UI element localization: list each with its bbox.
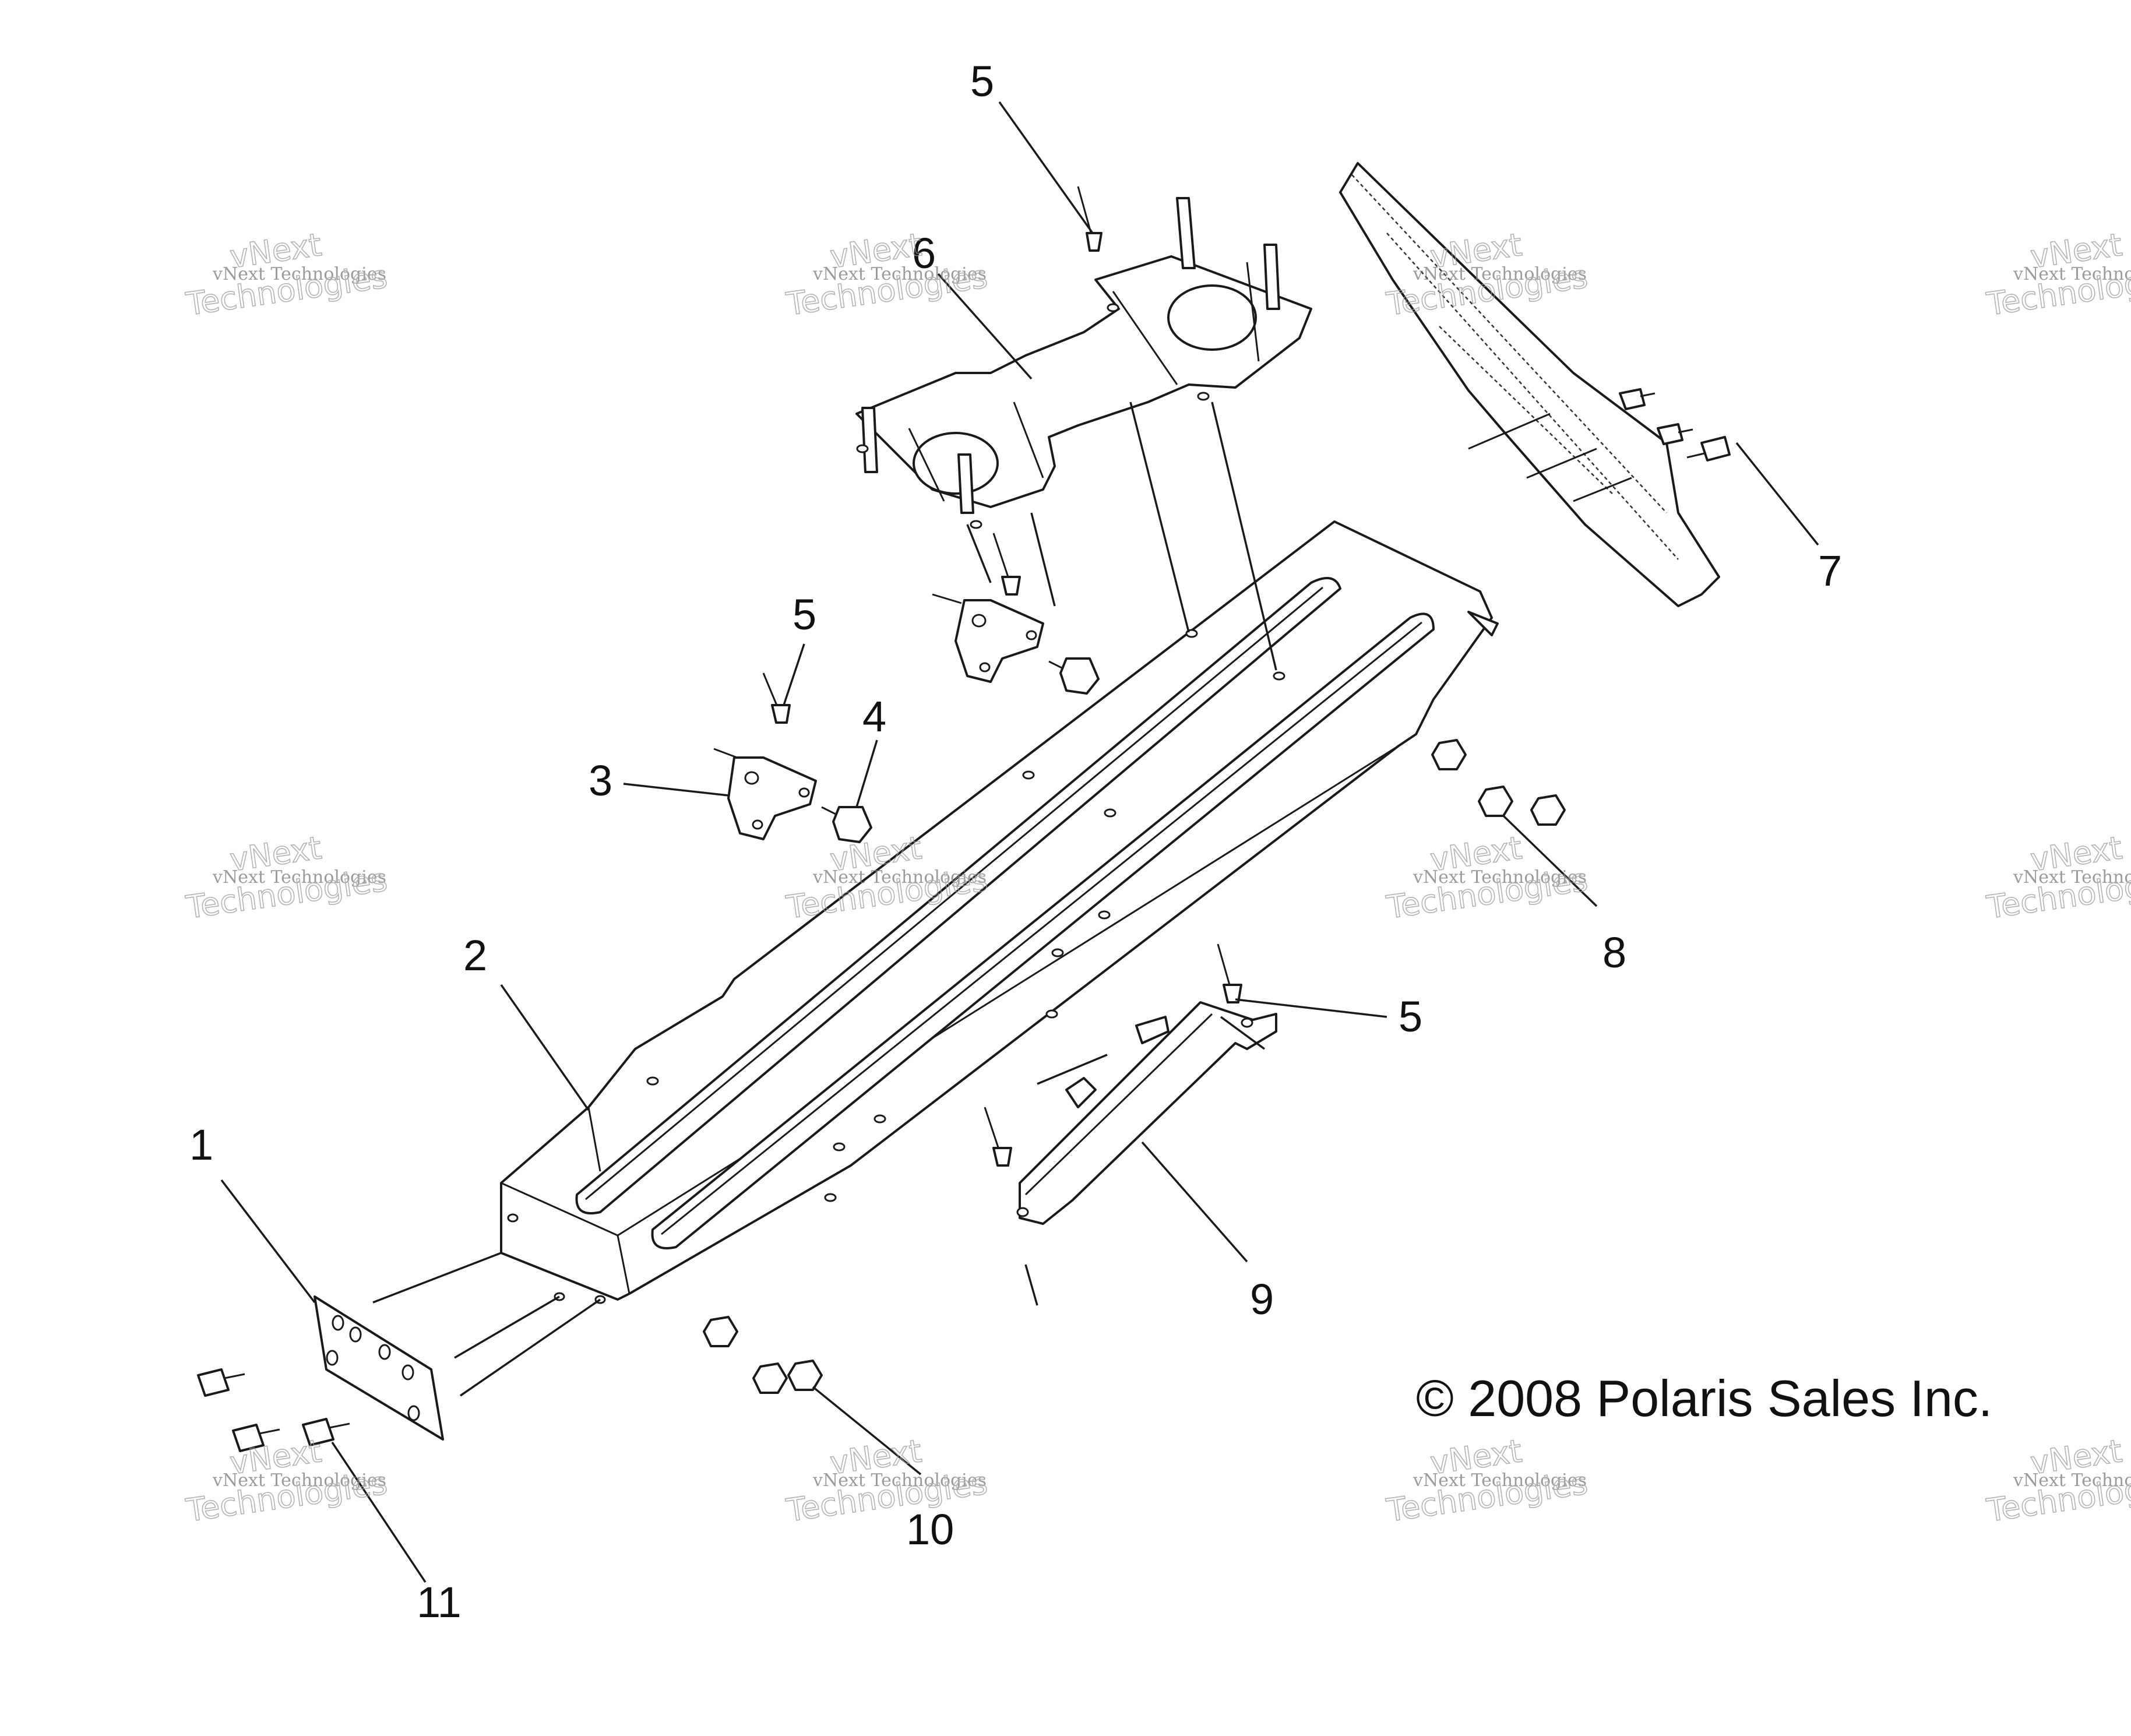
bracket-part-3 — [713, 593, 1044, 840]
watermark-small: vNext Technologies — [212, 867, 386, 888]
rear-plate-part-1 — [314, 1252, 601, 1441]
copyright-text: © 2008 Polaris Sales Inc. — [1416, 1369, 1992, 1427]
heat-shield-part-7 — [1339, 162, 1731, 607]
callout-8: 8 — [1602, 928, 1626, 977]
callout-3: 3 — [589, 756, 612, 805]
callout-5-mid: 5 — [792, 590, 816, 639]
callout-2: 2 — [463, 931, 487, 980]
watermark-small: vNext Technologies — [212, 1470, 386, 1491]
callout-1: 1 — [189, 1121, 213, 1169]
callout-4: 4 — [862, 692, 886, 741]
watermark-small: vNext Technologies — [1413, 264, 1587, 284]
callout-11: 11 — [417, 1578, 462, 1626]
bracket-part-9 — [1016, 1001, 1277, 1306]
nuts-part-8 — [1431, 739, 1566, 826]
callout-5-top: 5 — [970, 57, 994, 105]
watermark-small: vNext Technologies — [812, 867, 987, 888]
callout-7: 7 — [1818, 547, 1842, 595]
callout-9: 9 — [1250, 1275, 1274, 1323]
watermark-small: vNext Technologies — [2013, 867, 2131, 888]
bolt-part-4 — [821, 657, 1100, 843]
skid-plate-part-2 — [500, 520, 1499, 1304]
watermark-small: vNext Technologies — [2013, 1470, 2131, 1491]
bolts-part-11 — [197, 1368, 350, 1452]
watermark-small: vNext Technologies — [812, 264, 987, 284]
watermark-small: vNext Technologies — [2013, 264, 2131, 284]
rivets-part-5 — [762, 186, 1242, 1167]
watermark-small: vNext Technologies — [1413, 867, 1587, 888]
watermark-small: vNext Technologies — [812, 1470, 987, 1491]
watermark-small: vNext Technologies — [1413, 1470, 1587, 1491]
watermark-small: vNext Technologies — [212, 264, 386, 284]
leader-lines — [220, 101, 1819, 1583]
nuts-part-10 — [703, 1316, 823, 1394]
callout-10: 10 — [906, 1505, 954, 1554]
callout-6: 6 — [912, 229, 936, 277]
callout-labels: 5 6 7 5 4 3 8 2 5 1 9 10 11 — [189, 57, 1842, 1626]
exhaust-bracket-part-6 — [855, 197, 1312, 671]
callout-5-right: 5 — [1399, 992, 1422, 1041]
